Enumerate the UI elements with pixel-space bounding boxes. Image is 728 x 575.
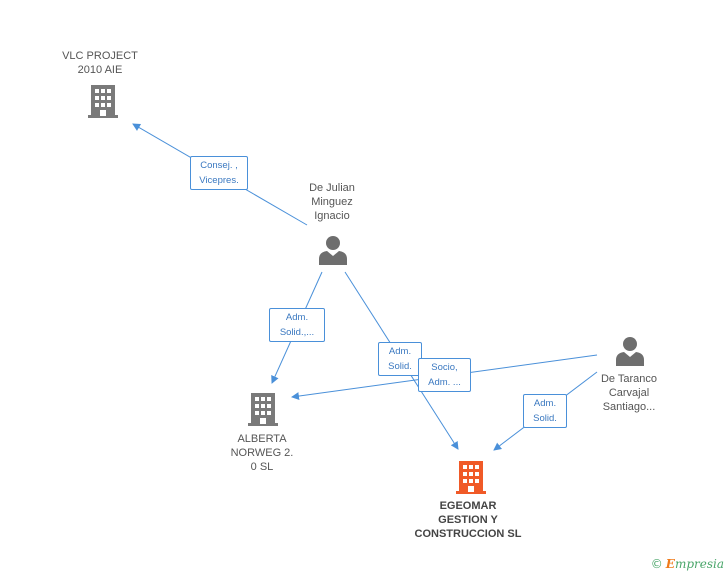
node-label-alberta[interactable]: ALBERTA NORWEG 2. 0 SL xyxy=(230,433,294,473)
node-label-egeomar[interactable]: EGEOMAR GESTION Y CONSTRUCCION SL xyxy=(414,500,522,540)
building-icon[interactable] xyxy=(247,391,279,427)
brand-name: mpresia xyxy=(674,557,724,571)
person-icon[interactable] xyxy=(318,235,348,265)
edge-label-taranco-alberta[interactable]: Socio, Adm. ... xyxy=(418,358,471,392)
node-label-taranco[interactable]: De Taranco Carvajal Santiago... xyxy=(600,373,658,413)
person-icon[interactable] xyxy=(615,336,645,366)
building-icon-main[interactable] xyxy=(455,459,487,495)
empresia-logo[interactable]: ©Empresia xyxy=(651,557,724,571)
edge-label-julian-egeomar[interactable]: Adm. Solid. xyxy=(378,342,422,376)
copyright-symbol: © xyxy=(650,557,663,571)
node-label-vlc[interactable]: VLC PROJECT 2010 AIE xyxy=(62,50,138,76)
brand-initial: E xyxy=(665,557,675,571)
edge-label-julian-vlc[interactable]: Consej. , Vicepres. xyxy=(190,156,248,190)
edge-label-taranco-egeomar[interactable]: Adm. Solid. xyxy=(523,394,567,428)
building-icon[interactable] xyxy=(87,83,119,119)
edge-label-julian-alberta[interactable]: Adm. Solid.,... xyxy=(269,308,325,342)
node-label-julian[interactable]: De Julian Minguez Ignacio xyxy=(309,182,355,222)
